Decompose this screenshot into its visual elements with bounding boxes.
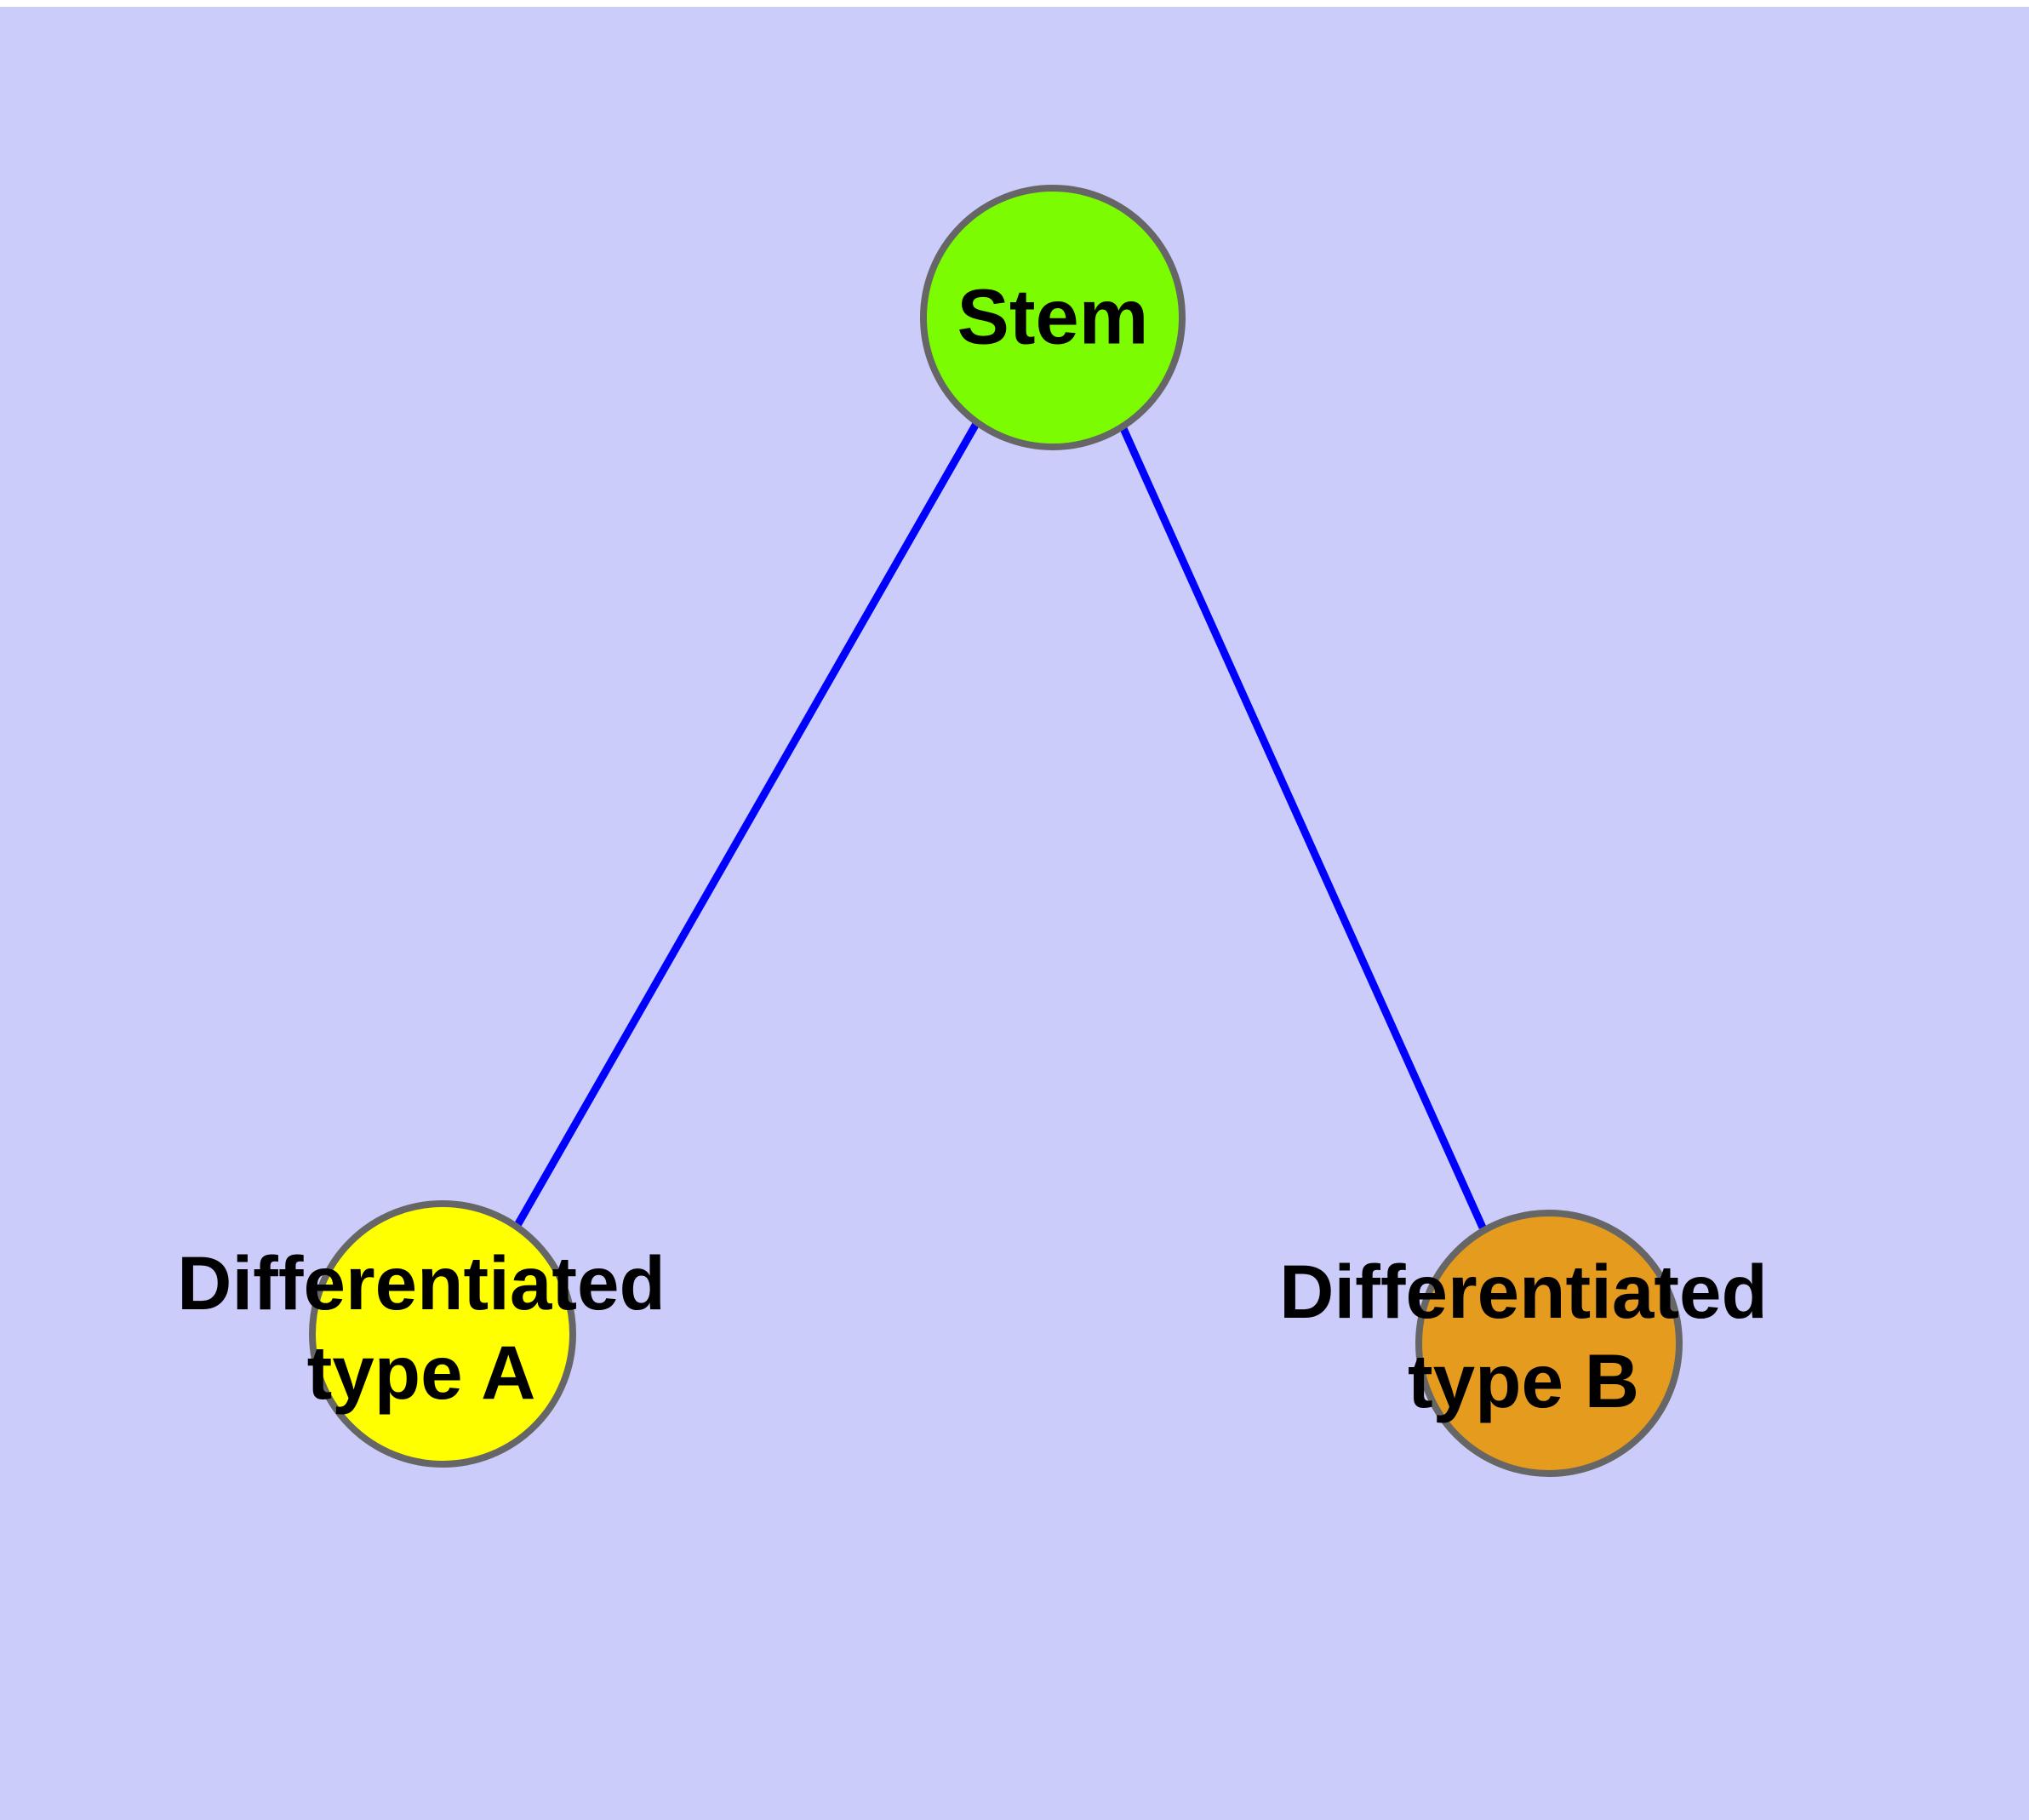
node-differentiated-type-a[interactable] — [309, 1200, 576, 1468]
node-differentiated-type-b[interactable] — [1415, 1210, 1683, 1477]
node-stem[interactable] — [920, 185, 1186, 450]
edge-layer — [513, 420, 1487, 1229]
edge-stem-to-differentiated-type-b[interactable] — [1117, 423, 1487, 1229]
node-layer — [309, 185, 1683, 1477]
edge-stem-to-differentiated-type-a[interactable] — [513, 420, 980, 1229]
